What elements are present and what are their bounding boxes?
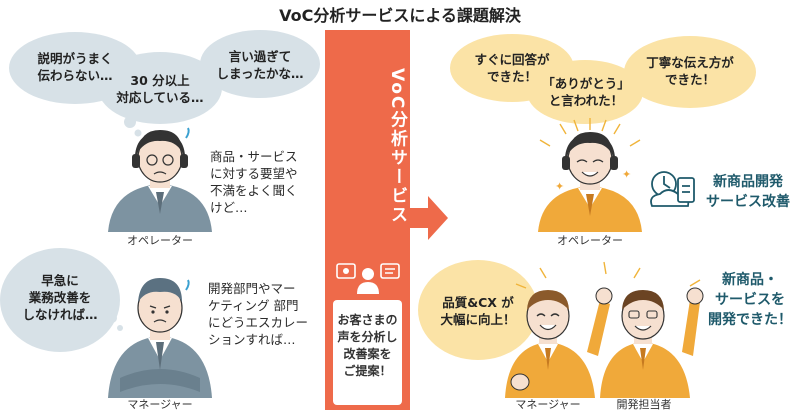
result-bubble-3: 丁寧な伝え方が できた！ bbox=[646, 55, 734, 87]
left-thought-bubbles bbox=[0, 30, 320, 352]
operator-bubble-2: 30 分以上 対応している… bbox=[116, 73, 204, 105]
sparkle-rays-team bbox=[515, 261, 701, 289]
page-title: VoC分析サービスによる課題解決 bbox=[279, 6, 521, 25]
bubble-30min bbox=[98, 52, 222, 124]
operator-result: 新商品開発 サービス改善 bbox=[706, 174, 790, 210]
happy-manager-figure bbox=[505, 287, 613, 398]
developer-caption: 開発担当者 bbox=[616, 398, 672, 411]
worried-operator-figure bbox=[108, 127, 212, 232]
manager-description: 開発部門やマー ケティング 部門 にどうエスカレー ションすれば… bbox=[208, 281, 309, 347]
result-bubble-1: すぐに回答が できた！ bbox=[474, 52, 550, 84]
bubble-manager bbox=[0, 248, 120, 352]
arrow-right-icon bbox=[402, 196, 448, 240]
manager-bubble: 早急に 業務改善を しなければ… bbox=[22, 273, 98, 322]
operator-caption-left: オペレーター bbox=[127, 234, 193, 247]
bubble-overtalk bbox=[200, 30, 320, 98]
operator-description: 商品・サービス に対する要望や 不満をよく聞く けど… bbox=[210, 149, 298, 215]
analysis-icon bbox=[336, 263, 400, 294]
sparkle-icon: ✦ bbox=[555, 180, 564, 193]
manager-caption-right: マネージャー bbox=[515, 398, 581, 411]
worried-manager-figure bbox=[108, 278, 212, 398]
operator-bubble-1: 説明がうまく 伝わらない… bbox=[37, 51, 113, 83]
happy-operator-figure bbox=[538, 132, 642, 232]
voc-service-panel: VoC分析サービス お客さまの 声を分析し 改善案を ご提案！ bbox=[325, 30, 410, 410]
result-bubble-2: 「ありがとう」 と言われた！ bbox=[542, 76, 630, 108]
bubble-polite bbox=[624, 36, 756, 108]
team-bubble: 品質&CX が 大幅に向上！ bbox=[440, 295, 516, 327]
manager-caption-left: マネージャー bbox=[127, 398, 193, 411]
sparkle-rays-operator bbox=[539, 118, 641, 147]
right-speech-bubbles bbox=[418, 34, 756, 360]
service-title: VoC分析サービス bbox=[387, 68, 407, 225]
bubble-thanks bbox=[527, 60, 643, 124]
team-result: 新商品・ サービスを 開発できた！ bbox=[708, 272, 792, 328]
operator-caption-right: オペレーター bbox=[557, 234, 623, 247]
proposal-box: お客さまの 声を分析し 改善案を ご提案！ bbox=[333, 300, 402, 405]
bubble-quality bbox=[418, 260, 538, 360]
happy-developer-figure bbox=[600, 287, 704, 398]
operator-bubble-3: 言い過ぎて しまったかな… bbox=[216, 49, 304, 81]
sparkle-icon: ✦ bbox=[622, 168, 631, 181]
proposal-text: お客さまの 声を分析し 改善案を ご提案！ bbox=[337, 313, 398, 378]
product-improvement-icon bbox=[650, 171, 695, 207]
